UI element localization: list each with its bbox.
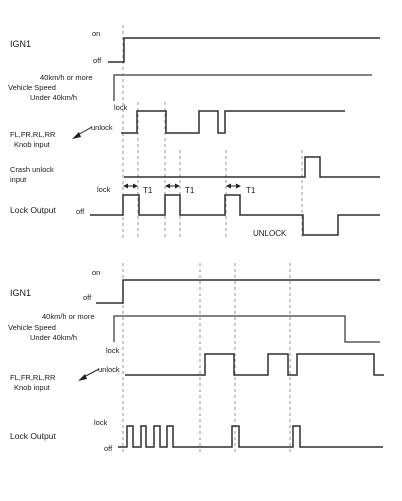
bottom-knob-waveform — [125, 353, 384, 376]
top-ign1-label: IGN1 — [10, 39, 31, 49]
top-knob-lock-label: lock — [114, 103, 128, 112]
top-ign1-on-label: on — [92, 29, 100, 38]
bottom-lock-output-lock-label: lock — [94, 418, 108, 427]
bottom-speed-label: Vehicle Speed — [8, 323, 56, 332]
top-crash-waveform — [124, 156, 380, 178]
top-knob-waveform — [121, 110, 345, 134]
top-diagram: IGN1 on off 40km/h or more Vehicle Speed… — [8, 25, 380, 238]
t1-label-1: T1 — [143, 186, 153, 195]
bottom-ign1-label: IGN1 — [10, 288, 31, 298]
top-ign1-off-label: off — [93, 56, 102, 65]
top-knob-arrowhead — [72, 132, 81, 139]
bottom-ign1-off-label: off — [83, 293, 92, 302]
top-knob-label: FL,FR,RL,RR — [10, 130, 56, 139]
bottom-lock-output-waveform — [118, 425, 383, 448]
t1-interval-2 — [165, 183, 180, 189]
top-speed-low-label: Under 40km/h — [30, 93, 77, 102]
top-ign1-waveform — [108, 37, 380, 63]
bottom-speed-waveform — [113, 315, 380, 343]
t1-label-2: T1 — [185, 186, 195, 195]
top-lock-output-unlock-label: UNLOCK — [253, 229, 287, 238]
t1-interval-1 — [123, 183, 138, 189]
bottom-speed-high-label: 40km/h or more — [42, 312, 95, 321]
bottom-ign1-waveform — [96, 279, 380, 304]
bottom-knob-lock-label: lock — [106, 346, 120, 355]
t1-interval-3 — [226, 183, 241, 189]
top-lock-output-lock-label: lock — [97, 185, 111, 194]
top-lock-output-waveform — [90, 194, 380, 236]
bottom-ign1-on-label: on — [92, 268, 100, 277]
t1-label-3: T1 — [246, 186, 256, 195]
bottom-knob-arrowhead — [78, 374, 87, 381]
top-lock-output-off-label: off — [76, 207, 85, 216]
top-crash-label-2: input — [10, 175, 27, 184]
bottom-speed-low-label: Under 40km/h — [30, 333, 77, 342]
bottom-lock-output-off-label: off — [104, 444, 113, 453]
top-knob-label-2: Knob input — [14, 140, 51, 149]
top-speed-label: Vehicle Speed — [8, 83, 56, 92]
bottom-knob-unlock-label: unlock — [98, 365, 120, 374]
top-speed-high-label: 40km/h or more — [40, 73, 93, 82]
bottom-knob-label: FL,FR,RL,RR — [10, 373, 56, 382]
bottom-knob-label-2: Knob input — [14, 383, 51, 392]
top-speed-waveform — [113, 74, 372, 101]
top-crash-label: Crash unlock — [10, 165, 54, 174]
top-lock-output-label: Lock Output — [10, 205, 56, 215]
top-knob-unlock-label: unlock — [91, 123, 113, 132]
bottom-lock-output-label: Lock Output — [10, 431, 56, 441]
bottom-diagram: IGN1 on off 40km/h or more Vehicle Speed… — [8, 263, 384, 455]
